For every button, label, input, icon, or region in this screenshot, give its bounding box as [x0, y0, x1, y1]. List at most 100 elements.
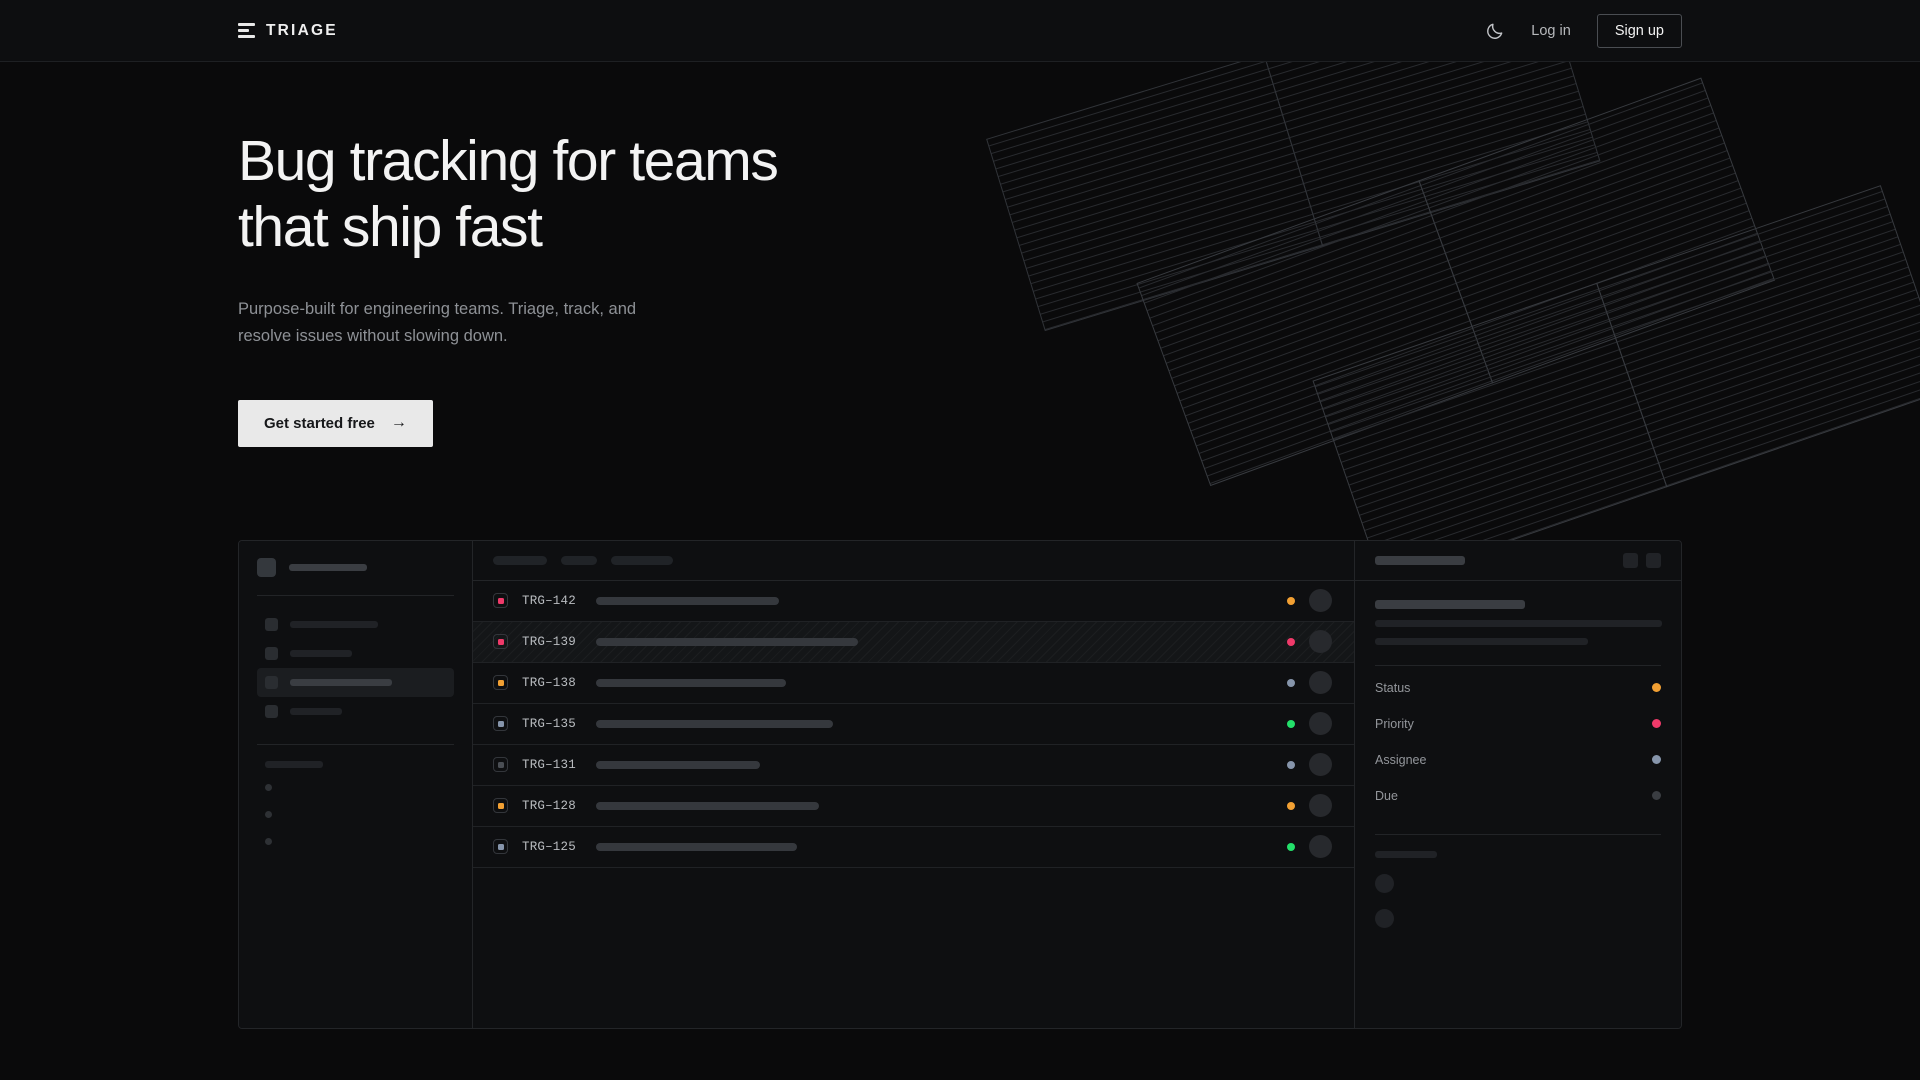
detail-field-value-dot	[1652, 683, 1661, 693]
status-badge	[1287, 637, 1295, 646]
row-meta	[1287, 671, 1354, 695]
status-badge	[1287, 760, 1295, 769]
status-badge	[1287, 678, 1295, 687]
nav-item-icon	[265, 646, 278, 660]
detail-field-due[interactable]: Due	[1375, 778, 1661, 814]
avatar[interactable]	[1309, 589, 1332, 613]
detail-header-title-placeholder	[1375, 555, 1465, 565]
status-badge	[1287, 719, 1295, 728]
activity-avatar-1	[1375, 873, 1394, 893]
sidebar-nav-item-active[interactable]	[257, 667, 454, 697]
avatar[interactable]	[1309, 753, 1332, 777]
mockup-toolbar	[473, 541, 1354, 581]
table-row[interactable]: TRG–142	[473, 581, 1354, 622]
issue-title-placeholder	[596, 801, 819, 810]
activity-label-placeholder	[1375, 850, 1437, 858]
table-row[interactable]: TRG–131	[473, 745, 1354, 786]
priority-icon	[493, 634, 508, 650]
mockup-sidebar-nav	[257, 610, 454, 726]
detail-divider-2	[1375, 833, 1661, 835]
detail-field-assignee[interactable]: Assignee	[1375, 742, 1661, 778]
detail-action-button-2[interactable]	[1646, 552, 1661, 568]
row-meta	[1287, 794, 1354, 818]
signup-button[interactable]: Sign up	[1596, 13, 1682, 48]
issue-title-placeholder	[596, 637, 858, 646]
issue-id: TRG–142	[522, 593, 576, 608]
workspace-name-placeholder	[289, 563, 367, 571]
brand-logo[interactable]: TRIAGE	[238, 22, 338, 40]
avatar[interactable]	[1309, 835, 1332, 859]
issue-title-placeholder	[596, 760, 760, 769]
nav-item-icon	[265, 617, 278, 631]
site-header: TRIAGE Log in Sign up	[0, 0, 1920, 62]
avatar[interactable]	[1309, 794, 1332, 818]
detail-action-button-1[interactable]	[1623, 552, 1638, 568]
toolbar-control-placeholder[interactable]	[611, 555, 673, 565]
table-row[interactable]: TRG–139	[473, 621, 1354, 663]
table-row[interactable]: TRG–138	[473, 663, 1354, 704]
sidebar-nav-item[interactable]	[257, 697, 454, 726]
issue-id: TRG–125	[522, 839, 576, 854]
detail-field-status[interactable]: Status	[1375, 670, 1661, 706]
avatar[interactable]	[1309, 630, 1332, 654]
priority-icon	[493, 675, 508, 691]
sidebar-divider-bottom	[257, 743, 454, 745]
priority-icon	[493, 798, 508, 814]
row-meta	[1287, 712, 1354, 736]
table-row[interactable]: TRG–125	[473, 827, 1354, 868]
get-started-button[interactable]: Get started free →	[238, 399, 433, 447]
sub-item-dot-icon	[265, 837, 272, 845]
issue-title-placeholder	[596, 842, 797, 851]
sidebar-sub-item[interactable]	[257, 828, 454, 855]
detail-panel-header	[1355, 541, 1681, 581]
detail-divider-1	[1375, 664, 1661, 666]
priority-icon	[493, 593, 508, 609]
sidebar-divider-top	[257, 594, 454, 596]
hero-section: Bug tracking for teams that ship fast Pu…	[0, 62, 1920, 447]
issue-id: TRG–128	[522, 798, 576, 813]
toolbar-control-placeholder[interactable]	[561, 555, 597, 565]
sidebar-sub-item[interactable]	[257, 774, 454, 801]
detail-issue-title-placeholder	[1375, 599, 1525, 609]
get-started-label: Get started free	[264, 414, 375, 432]
detail-field-value-dot	[1652, 791, 1661, 801]
row-meta	[1287, 753, 1354, 777]
sub-item-dot-icon	[265, 810, 272, 818]
page-title: Bug tracking for teams that ship fast	[238, 128, 958, 260]
toolbar-control-placeholder[interactable]	[493, 555, 547, 565]
hero-subtitle-line-1: Purpose-built for engineering teams. Tri…	[238, 300, 637, 319]
sidebar-nav-item[interactable]	[257, 610, 454, 639]
table-row[interactable]: TRG–128	[473, 786, 1354, 827]
mockup-workspace-switcher[interactable]	[257, 557, 454, 577]
nav-item-icon	[265, 675, 278, 689]
detail-field-priority[interactable]: Priority	[1375, 706, 1661, 742]
hero-title-line-2: that ship fast	[238, 195, 543, 260]
hero-subtitle-line-2: resolve issues without slowing down.	[238, 326, 508, 345]
activity-avatar-2	[1375, 908, 1394, 928]
avatar[interactable]	[1309, 712, 1332, 736]
sidebar-sub-item[interactable]	[257, 801, 454, 828]
issue-title-placeholder	[596, 596, 779, 605]
login-link[interactable]: Log in	[1531, 22, 1571, 39]
sidebar-nav-item[interactable]	[257, 639, 454, 668]
table-row[interactable]: TRG–135	[473, 704, 1354, 745]
issue-title-placeholder	[596, 719, 833, 728]
hero-subtitle: Purpose-built for engineering teams. Tri…	[238, 296, 708, 349]
detail-field-label: Priority	[1375, 716, 1414, 731]
moon-icon[interactable]	[1485, 21, 1505, 41]
detail-field-label: Due	[1375, 788, 1398, 803]
issue-title-placeholder	[596, 678, 786, 687]
avatar[interactable]	[1309, 671, 1332, 695]
hero-title-line-1: Bug tracking for teams	[238, 129, 779, 193]
status-badge	[1287, 842, 1295, 851]
issue-id: TRG–135	[522, 716, 576, 731]
detail-field-value-dot	[1652, 719, 1661, 729]
workspace-logo-icon	[257, 557, 276, 577]
priority-icon	[493, 757, 508, 773]
issue-id: TRG–138	[522, 675, 576, 690]
